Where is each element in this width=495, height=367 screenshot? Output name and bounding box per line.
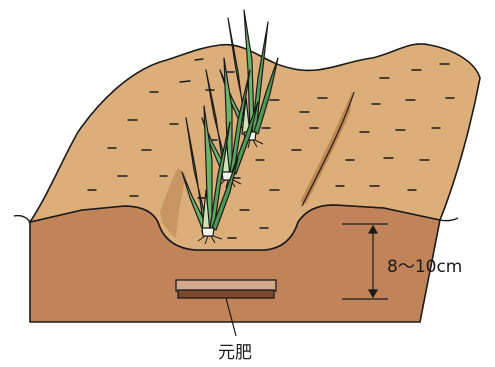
fertilizer-leader-line <box>225 297 237 337</box>
leek-seedlings-illustration <box>181 9 279 245</box>
ground-line-right <box>439 217 459 222</box>
depth-dimension-arrow <box>342 223 388 300</box>
depth-label: 8～10cm <box>387 257 462 277</box>
trench-shadow <box>160 168 186 238</box>
leek-plant-front <box>181 105 239 237</box>
ground-line-left <box>13 214 31 223</box>
soil-mound <box>28 43 481 251</box>
fertilizer-layer <box>175 279 277 299</box>
fertilizer-label: 元肥 <box>218 343 252 363</box>
soil-texture <box>87 58 455 239</box>
ridge-shadow <box>300 92 352 204</box>
